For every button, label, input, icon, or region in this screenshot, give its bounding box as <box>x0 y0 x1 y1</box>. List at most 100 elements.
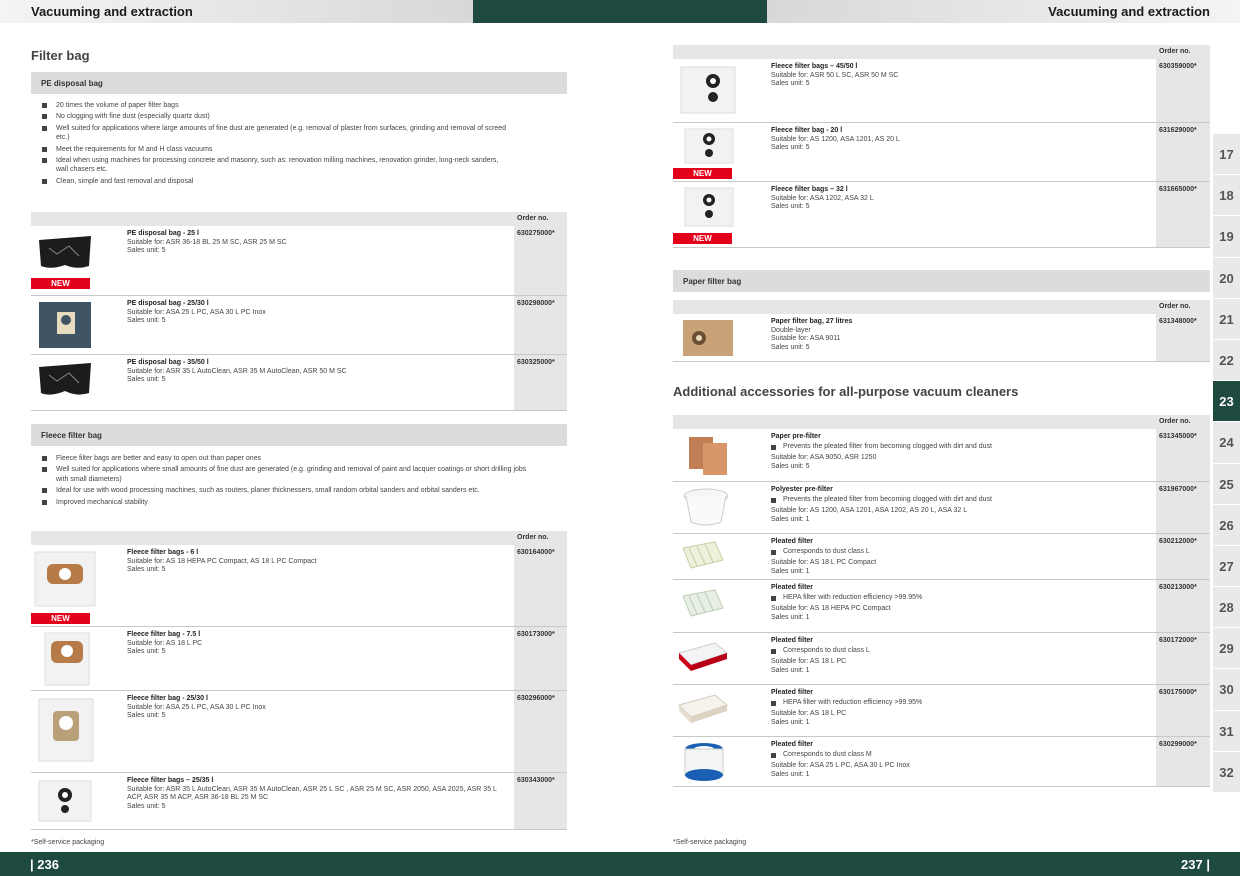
new-badge: NEW <box>673 168 732 179</box>
table-row: Fleece filter bags – 45/50 l Suitable fo… <box>673 59 1210 123</box>
fleece-bag-image <box>684 187 734 227</box>
table-row: Fleece filter bags - 6 l Suitable for: A… <box>31 545 567 627</box>
fleece-band: Fleece filter bag <box>31 424 567 446</box>
fleece-bullet: Ideal for use with wood processing machi… <box>42 486 532 495</box>
new-badge: NEW <box>31 613 90 624</box>
order-number: 630296000* <box>517 695 555 702</box>
order-number: 631665000* <box>1159 186 1197 193</box>
paper-filter-band: Paper filter bag <box>673 270 1210 292</box>
polyester-prefilter-image <box>683 488 729 526</box>
tab-31[interactable]: 31 <box>1213 710 1240 752</box>
pe-bullet: Meet the requirements for M and H class … <box>42 145 512 154</box>
tab-32[interactable]: 32 <box>1213 751 1240 793</box>
tab-26[interactable]: 26 <box>1213 504 1240 546</box>
table-row: Polyester pre-filter Prevents the pleate… <box>673 482 1210 534</box>
right-footnote: *Self-service packaging <box>673 839 747 846</box>
order-number: 631345000* <box>1159 433 1197 440</box>
product-text: Fleece filter bags – 32 l Suitable for: … <box>771 186 874 210</box>
tab-29[interactable]: 29 <box>1213 628 1240 670</box>
tab-18[interactable]: 18 <box>1213 175 1240 217</box>
new-badge: NEW <box>31 278 90 289</box>
order-number: 631967000* <box>1159 486 1197 493</box>
tab-20[interactable]: 20 <box>1213 257 1240 299</box>
order-number: 630212000* <box>1159 538 1197 545</box>
tab-30[interactable]: 30 <box>1213 669 1240 711</box>
paper-bag-image <box>683 320 733 356</box>
table-row: PE disposal bag - 35/50 l Suitable for: … <box>31 355 567 411</box>
product-text: Pleated filter Corresponds to dust class… <box>771 741 1151 779</box>
order-number: 630173000* <box>517 631 555 638</box>
order-no-header: Order no. <box>1159 303 1191 310</box>
product-text: Fleece filter bag - 20 l Suitable for: A… <box>771 127 900 151</box>
pe-table-header: Order no. <box>31 212 567 226</box>
order-number: 630175000* <box>1159 689 1197 696</box>
right-page-number: 237 | <box>1181 857 1210 872</box>
product-text: Paper pre-filter Prevents the pleated fi… <box>771 433 1151 471</box>
table-row: Fleece filter bag - 7.5 l Suitable for: … <box>31 627 567 691</box>
order-number: 630164000* <box>517 549 555 556</box>
fleece-bag-image <box>38 780 92 822</box>
order-number: 630299000* <box>1159 741 1197 748</box>
paper-prefilter-image <box>689 437 727 475</box>
pleated-filter-image <box>682 541 724 569</box>
order-no-header: Order no. <box>1159 48 1191 55</box>
table-row: Fleece filter bag - 20 l Suitable for: A… <box>673 123 1210 182</box>
order-number: 630325000* <box>517 359 555 366</box>
pe-bullet: Clean, simple and fast removal and dispo… <box>42 177 512 186</box>
tab-28[interactable]: 28 <box>1213 587 1240 629</box>
fleece-bullet: Well suited for applications where small… <box>42 465 532 484</box>
left-page-number: | 236 <box>30 857 59 872</box>
table-row: Pleated filter HEPA filter with reductio… <box>673 685 1210 737</box>
new-badge: NEW <box>673 233 732 244</box>
right-running-header: Vacuuming and extraction <box>767 0 1240 23</box>
table-row: Paper pre-filter Prevents the pleated fi… <box>673 429 1210 482</box>
table-row: Pleated filter Corresponds to dust class… <box>673 534 1210 580</box>
pleated-filter-red-image <box>678 642 729 671</box>
fleece-bag-image <box>684 128 734 164</box>
table-row: PE disposal bag - 25/30 l Suitable for: … <box>31 296 567 355</box>
order-number: 630275000* <box>517 230 555 237</box>
product-text: PE disposal bag - 25/30 l Suitable for: … <box>127 300 266 324</box>
fleece-bullet: Improved mechanical stability <box>42 498 532 507</box>
product-text: Pleated filter HEPA filter with reductio… <box>771 584 1151 622</box>
tab-25[interactable]: 25 <box>1213 463 1240 505</box>
table-row: Fleece filter bags – 32 l Suitable for: … <box>673 182 1210 248</box>
filter-bag-title: Filter bag <box>31 48 90 63</box>
pe-bullet: 20 times the volume of paper filter bags <box>42 101 512 110</box>
product-text: Fleece filter bags - 6 l Suitable for: A… <box>127 549 317 573</box>
product-text: Fleece filter bag - 7.5 l Suitable for: … <box>127 631 203 655</box>
fleece-table-header: Order no. <box>31 531 567 545</box>
table-row: Pleated filter Corresponds to dust class… <box>673 633 1210 685</box>
cartridge-filter-image <box>684 743 724 781</box>
fleece-bullet: Fleece filter bags are better and easy t… <box>42 454 532 463</box>
pe-bag-black-image <box>39 236 91 268</box>
order-no-header: Order no. <box>517 215 549 222</box>
tab-23[interactable]: 23 <box>1213 381 1240 423</box>
fleece-bullet-list: Fleece filter bags are better and easy t… <box>42 454 532 509</box>
order-number: 630172000* <box>1159 637 1197 644</box>
order-number: 630343000* <box>517 777 555 784</box>
fleece-bag-image <box>38 698 94 762</box>
fleece-bag-image <box>680 66 736 114</box>
tab-27[interactable]: 27 <box>1213 545 1240 588</box>
fleece-bag-image <box>34 551 96 607</box>
order-no-header: Order no. <box>517 534 549 541</box>
product-text: Fleece filter bag - 25/30 l Suitable for… <box>127 695 266 719</box>
tab-17[interactable]: 17 <box>1213 134 1240 176</box>
order-no-header: Order no. <box>1159 418 1191 425</box>
product-text: PE disposal bag - 25 l Suitable for: ASR… <box>127 230 287 254</box>
pe-bullet: No clogging with fine dust (especially q… <box>42 112 512 121</box>
chapter-tabs: 17 18 19 20 21 22 23 24 25 26 27 28 29 3… <box>1213 134 1240 793</box>
product-text: Fleece filter bags – 25/35 l Suitable fo… <box>127 777 497 810</box>
tab-21[interactable]: 21 <box>1213 298 1240 340</box>
product-text: Pleated filter Corresponds to dust class… <box>771 637 1151 675</box>
product-text: PE disposal bag - 35/50 l Suitable for: … <box>127 359 347 383</box>
tab-24[interactable]: 24 <box>1213 422 1240 464</box>
pleated-filter-image <box>682 589 724 617</box>
order-number: 630359000* <box>1159 63 1197 70</box>
accessories-title: Additional accessories for all-purpose v… <box>673 384 1019 399</box>
product-text: Pleated filter Corresponds to dust class… <box>771 538 1151 576</box>
product-text: Polyester pre-filter Prevents the pleate… <box>771 486 1151 524</box>
tab-19[interactable]: 19 <box>1213 216 1240 258</box>
tab-22[interactable]: 22 <box>1213 339 1240 382</box>
